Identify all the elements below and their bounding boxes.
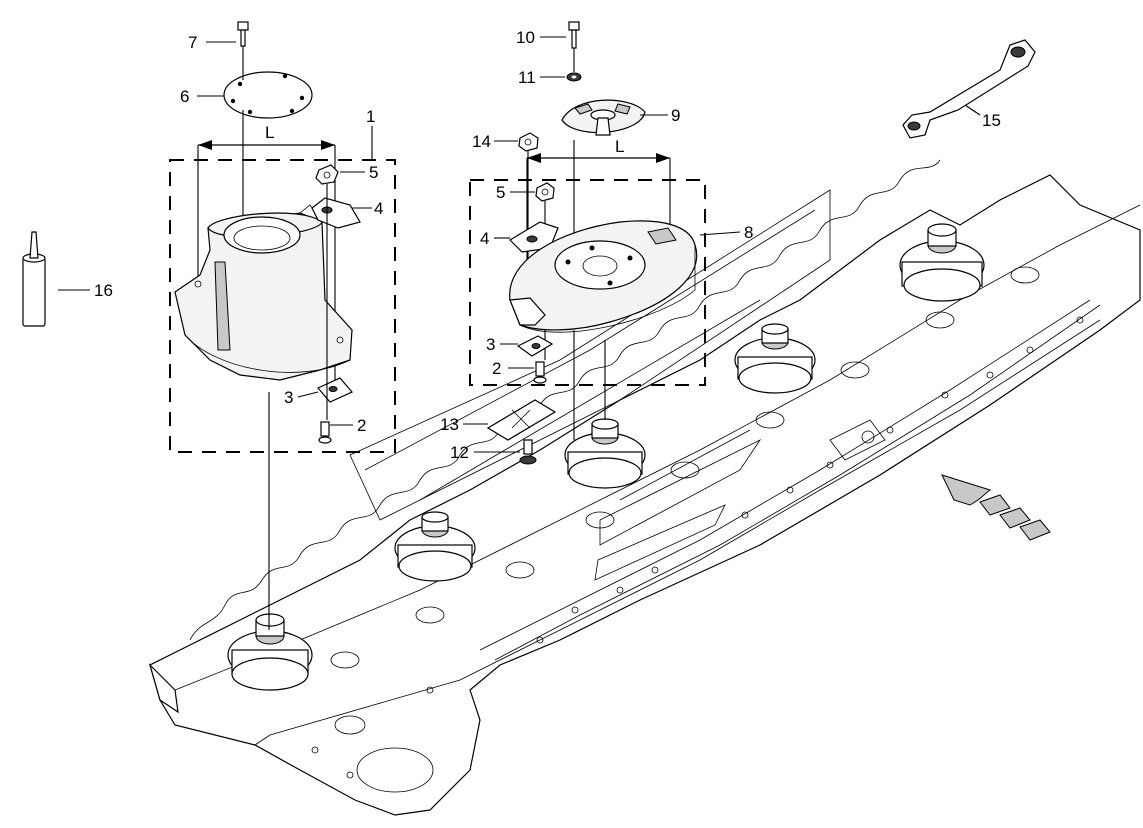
callout-4-right: 4 [480,229,489,248]
callout-1: 1 [366,107,375,126]
callout-6: 6 [180,87,189,106]
callout-16: 16 [94,281,113,300]
part-3-plate-right [516,335,554,357]
part-5-nut-left [315,164,339,185]
part-5-nut-right [535,182,555,202]
cutter-bar [148,159,1141,816]
dimension-L-right-label: L [615,137,624,156]
part-3-plate-left [317,377,353,403]
callout-13: 13 [440,415,459,434]
part-14-nut [518,132,539,152]
part-2-bolt-right [533,361,547,384]
travel-direction-arrow [941,474,1051,541]
cutter-hub-1 [227,613,313,691]
dimension-L-left-label: L [265,123,274,142]
callout-2-left: 2 [357,416,366,435]
cutter-hub-5 [899,223,985,302]
callout-labels: 7 6 1 5 4 3 2 16 10 11 9 14 5 4 8 3 2 13… [94,28,1001,462]
callout-5-left: 5 [369,163,378,182]
cutter-hub-3 [564,418,646,489]
part-12-bolt [519,439,537,465]
part-10-bolt [568,21,580,49]
part-9-cap [561,99,646,136]
callout-3-left: 3 [284,388,293,407]
part-13-blade [486,399,557,441]
part-11-washer [566,72,582,82]
dimension-L-right: L [527,137,670,163]
callout-2-right: 2 [492,359,501,378]
callout-leaders [58,36,981,453]
part-16-grease-tube [22,231,46,327]
part-8-disc-cover [509,220,698,333]
part-6-lid [223,71,313,119]
part-7-screw [237,21,249,80]
cutter-hub-2 [394,511,476,582]
part-1-drum-cover [174,204,353,381]
part-2-bolt-left [318,421,332,444]
cutter-hub-4 [734,323,816,394]
callout-7: 7 [188,33,197,52]
dimension-L-left: L [198,123,335,150]
callout-9: 9 [671,106,680,125]
callout-10: 10 [516,28,535,47]
part-15-wrench [902,39,1036,139]
part-4-bracket-left [311,197,361,229]
callout-4-left: 4 [374,199,383,218]
callout-11: 11 [518,68,536,87]
callout-15: 15 [982,111,1001,130]
callout-14: 14 [472,132,491,151]
callout-5-right: 5 [496,183,505,202]
part-4-bracket-right [509,221,559,253]
callout-8: 8 [744,223,753,242]
skid-outlines [349,189,831,581]
callout-12: 12 [450,443,469,462]
callout-3-right: 3 [486,335,495,354]
